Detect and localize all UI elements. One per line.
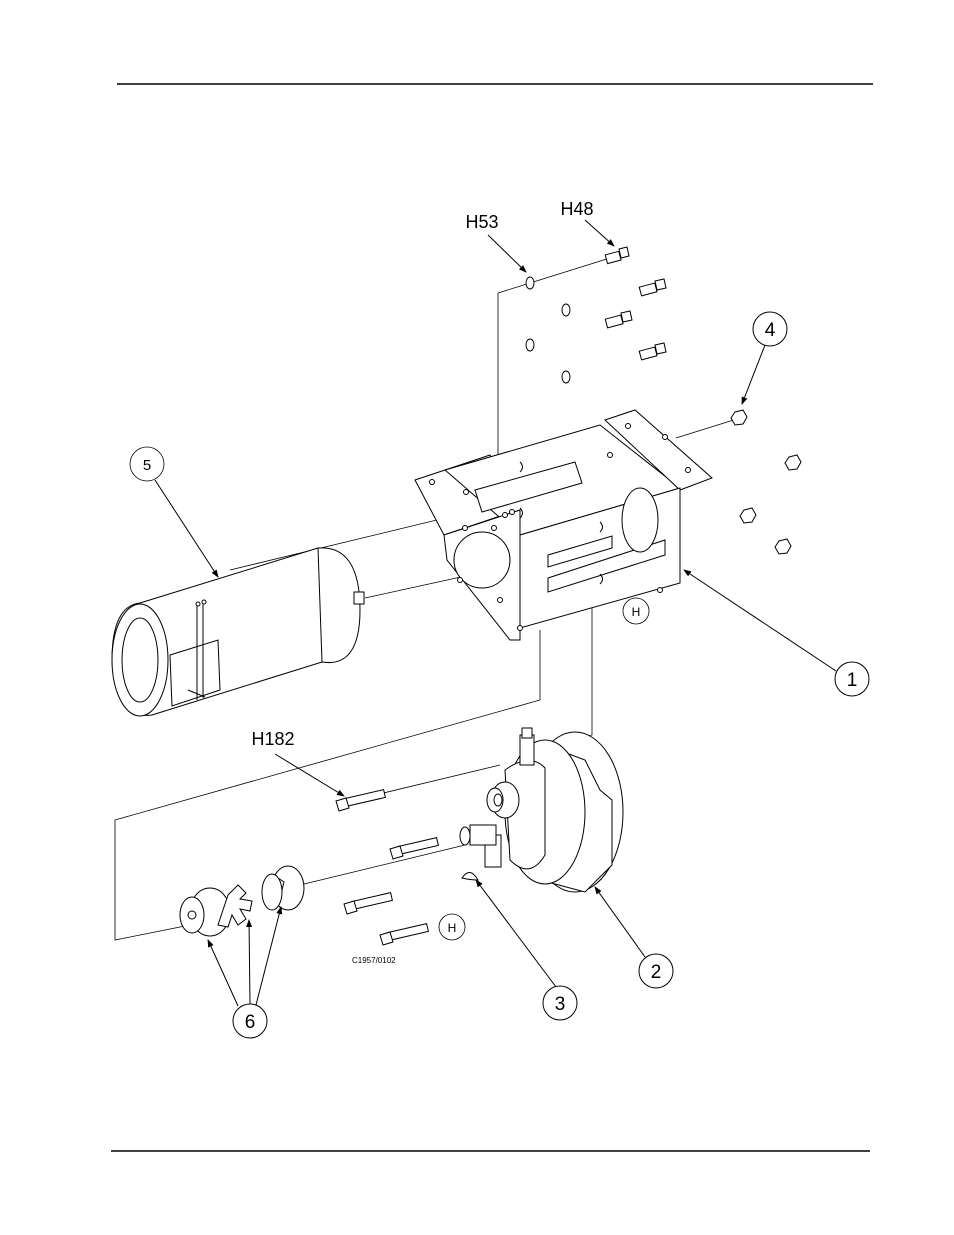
label-hardware-b: H — [448, 921, 457, 935]
label-h48: H48 — [560, 199, 593, 219]
figure-code: C1957/0102 — [352, 956, 396, 965]
coupling — [180, 866, 304, 936]
label-h182: H182 — [251, 729, 294, 749]
label-part-6: 6 — [245, 1012, 256, 1033]
motor — [112, 548, 364, 716]
label-part-3: 3 — [555, 994, 566, 1015]
bolts-h48 — [605, 247, 666, 360]
pump — [460, 728, 623, 892]
label-part-1: 1 — [847, 670, 858, 691]
label-hardware-a: H — [632, 605, 641, 619]
label-part-4: 4 — [765, 320, 776, 341]
label-part-2: 2 — [651, 962, 662, 983]
bolts-h182 — [336, 790, 438, 945]
label-h53: H53 — [465, 212, 498, 232]
nuts — [731, 410, 801, 554]
label-part-5: 5 — [143, 457, 151, 474]
washers-h53 — [526, 277, 570, 383]
key — [462, 872, 478, 880]
